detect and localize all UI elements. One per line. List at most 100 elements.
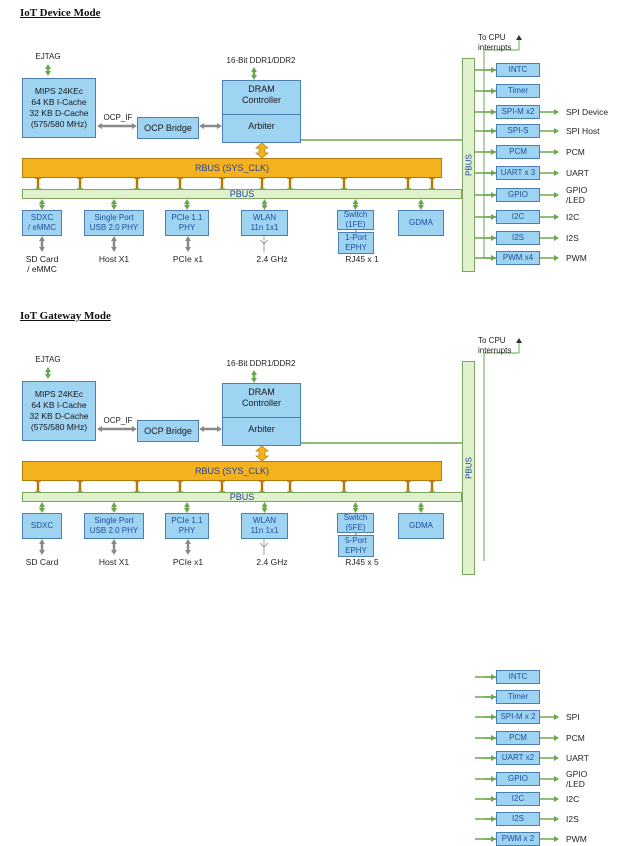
s0-gdma-box: GDMA bbox=[398, 210, 444, 236]
s0-sd-arrow-head-bottom bbox=[39, 247, 45, 252]
s1-periph-out-label-3: PCM bbox=[566, 733, 585, 743]
s1-periph-out-label-8: PWM bbox=[566, 834, 587, 844]
s0-periph-0: INTC bbox=[496, 63, 540, 77]
s1-switch-box: Switch (5FE) bbox=[337, 513, 374, 533]
s0-wlan-box-link-head-bottom bbox=[261, 205, 268, 210]
s0-pbus-bar: PBUS bbox=[22, 189, 462, 199]
s0-switch-box-link-head-top bbox=[352, 199, 359, 204]
s0-periph-out-arrow-4 bbox=[554, 149, 559, 155]
s0-periph-out-label-7: I2C bbox=[566, 212, 580, 222]
s1-usb-phy-box: Single Port USB 2.0 PHY bbox=[84, 513, 144, 539]
s0-ocp-if-arrow-head-left bbox=[97, 123, 102, 129]
s0-periph-arrow-1 bbox=[491, 88, 496, 94]
s1-ejtag-label: EJTAG bbox=[35, 355, 61, 364]
s1-periph-2: SPI-M x 2 bbox=[496, 710, 540, 724]
s1-section-title: IoT Gateway Mode bbox=[20, 310, 111, 322]
s0-pcie-phy-box-link-head-top bbox=[184, 199, 190, 204]
s1-block-label-1: Host X1 bbox=[98, 557, 130, 567]
s1-switch-box-link-head-top bbox=[352, 502, 359, 507]
s0-gdma-box-link-head-top bbox=[418, 199, 424, 204]
s0-periph-arrow-7 bbox=[491, 214, 496, 220]
s0-bridge-arbiter-arrow-head-left bbox=[199, 123, 204, 129]
s0-periph-out-arrow-9 bbox=[554, 255, 559, 261]
s0-periph-arrow-2 bbox=[491, 109, 496, 115]
s0-periph-out-arrow-6 bbox=[554, 192, 559, 198]
s0-switch-box-link-head-bottom bbox=[352, 205, 359, 210]
s1-usb-arrow-head-bottom bbox=[111, 550, 117, 555]
s0-bridge-arbiter-arrow-head-right bbox=[217, 123, 222, 129]
s0-gdma-box-link-head-bottom bbox=[418, 205, 424, 210]
s0-periph-out-label-2: SPI Device bbox=[566, 107, 609, 117]
s1-pcie-arrow-head-bottom bbox=[185, 550, 191, 555]
s1-gdma-box: GDMA bbox=[398, 513, 444, 539]
s1-pcie-phy-box-link-head-top bbox=[184, 502, 190, 507]
connectors bbox=[35, 35, 559, 842]
s0-pcie-phy-box: PCIe 1.1 PHY bbox=[165, 210, 209, 236]
s0-periph-1: Timer bbox=[496, 84, 540, 98]
s0-usb-phy-box: Single Port USB 2.0 PHY bbox=[84, 210, 144, 236]
s1-usb-phy-box-link-head-bottom bbox=[111, 508, 117, 513]
s0-block-label-1: Host X1 bbox=[98, 254, 130, 264]
s1-arbiter-rbus-arrow bbox=[255, 445, 269, 462]
s0-arbiter-label: Arbiter bbox=[248, 121, 275, 131]
s1-sdxc-box-link-head-top bbox=[39, 502, 45, 507]
s1-periph-7: I2S bbox=[496, 812, 540, 826]
s0-ocp-if-label: OCP_IF bbox=[103, 113, 133, 122]
s0-periph-out-label-6: GPIO /LED bbox=[566, 185, 588, 205]
s0-ejtag-arrow-head-bottom bbox=[45, 71, 51, 76]
s1-periph-out-label-5: GPIO /LED bbox=[566, 769, 588, 789]
s1-pcie-phy-box: PCIe 1.1 PHY bbox=[165, 513, 209, 539]
s1-bridge-arbiter-arrow-head-right bbox=[217, 426, 222, 432]
s0-periph-arrow-8 bbox=[491, 235, 496, 241]
s0-dram-controller-label: DRAM Controller bbox=[241, 84, 281, 105]
s1-antenna-right bbox=[263, 542, 269, 548]
s1-antenna-left bbox=[259, 542, 265, 548]
s0-periph-out-arrow-2 bbox=[554, 109, 559, 115]
s1-gdma-box-link-head-bottom bbox=[418, 508, 424, 513]
s0-periph-4: PCM bbox=[496, 145, 540, 159]
s1-ocp-if-label: OCP_IF bbox=[103, 416, 133, 425]
s1-pcie-arrow-head-top bbox=[185, 539, 191, 544]
s0-periph-out-arrow-3 bbox=[554, 128, 559, 134]
s0-wlan-box-link-head-top bbox=[261, 199, 268, 204]
s0-sdxc-box-link-head-top bbox=[39, 199, 45, 204]
s1-ephy-box: 5-Port EPHY bbox=[338, 535, 374, 557]
s0-cpu-interrupts-label: To CPU interrupts bbox=[478, 33, 512, 52]
s0-ocp-if-arrow-head-right bbox=[132, 123, 137, 129]
s1-pcie-phy-box-link-head-bottom bbox=[184, 508, 190, 513]
s1-arbiter-label: Arbiter bbox=[248, 424, 275, 434]
s0-block-label-0: SD Card / eMMC bbox=[25, 254, 59, 274]
s0-usb-arrow-head-top bbox=[111, 236, 117, 241]
s1-pbus-vertical-label: PBUS bbox=[464, 457, 473, 479]
s0-arbiter-rbus-arrow bbox=[255, 142, 269, 159]
s0-periph-out-label-5: UART bbox=[566, 168, 589, 178]
s1-sd-arrow-head-top bbox=[39, 539, 45, 544]
s1-block-label-2: PCIe x1 bbox=[172, 557, 204, 567]
s0-ddr-arrow-head-top bbox=[251, 67, 257, 72]
s1-ejtag-arrow-head-bottom bbox=[45, 374, 51, 379]
s0-ejtag-label: EJTAG bbox=[35, 52, 61, 61]
s1-periph-out-arrow-2 bbox=[554, 714, 559, 720]
s0-interrupt-arrowhead bbox=[516, 35, 522, 40]
s0-cpu-box: MIPS 24KEc 64 KB I-Cache 32 KB D-Cache (… bbox=[22, 78, 96, 138]
s1-ddr-arrow-head-bottom bbox=[251, 378, 257, 383]
s0-periph-8: I2S bbox=[496, 231, 540, 245]
s1-ocp-if-arrow-head-left bbox=[97, 426, 102, 432]
s0-pcie-arrow-head-top bbox=[185, 236, 191, 241]
s1-wlan-box: WLAN 11n 1x1 bbox=[241, 513, 288, 539]
s1-rbus-bar: RBUS (SYS_CLK) bbox=[22, 461, 442, 481]
s0-block-label-3: 2.4 GHz bbox=[256, 254, 288, 264]
s1-wlan-box-link-head-bottom bbox=[261, 508, 268, 513]
s1-ocp-bridge-box: OCP Bridge bbox=[137, 420, 199, 442]
s1-periph-out-arrow-6 bbox=[554, 796, 559, 802]
s1-periph-out-label-4: UART bbox=[566, 753, 589, 763]
s0-periph-out-label-3: SPI Host bbox=[566, 126, 600, 136]
s0-antenna-left bbox=[259, 239, 265, 245]
s1-gdma-box-link-head-top bbox=[418, 502, 424, 507]
s1-block-label-0: SD Card bbox=[25, 557, 59, 567]
s0-antenna-right bbox=[263, 239, 269, 245]
s0-periph-7: I2C bbox=[496, 210, 540, 224]
s0-rbus-bar: RBUS (SYS_CLK) bbox=[22, 158, 442, 178]
s1-ddr-label: 16-Bit DDR1/DDR2 bbox=[226, 359, 296, 368]
